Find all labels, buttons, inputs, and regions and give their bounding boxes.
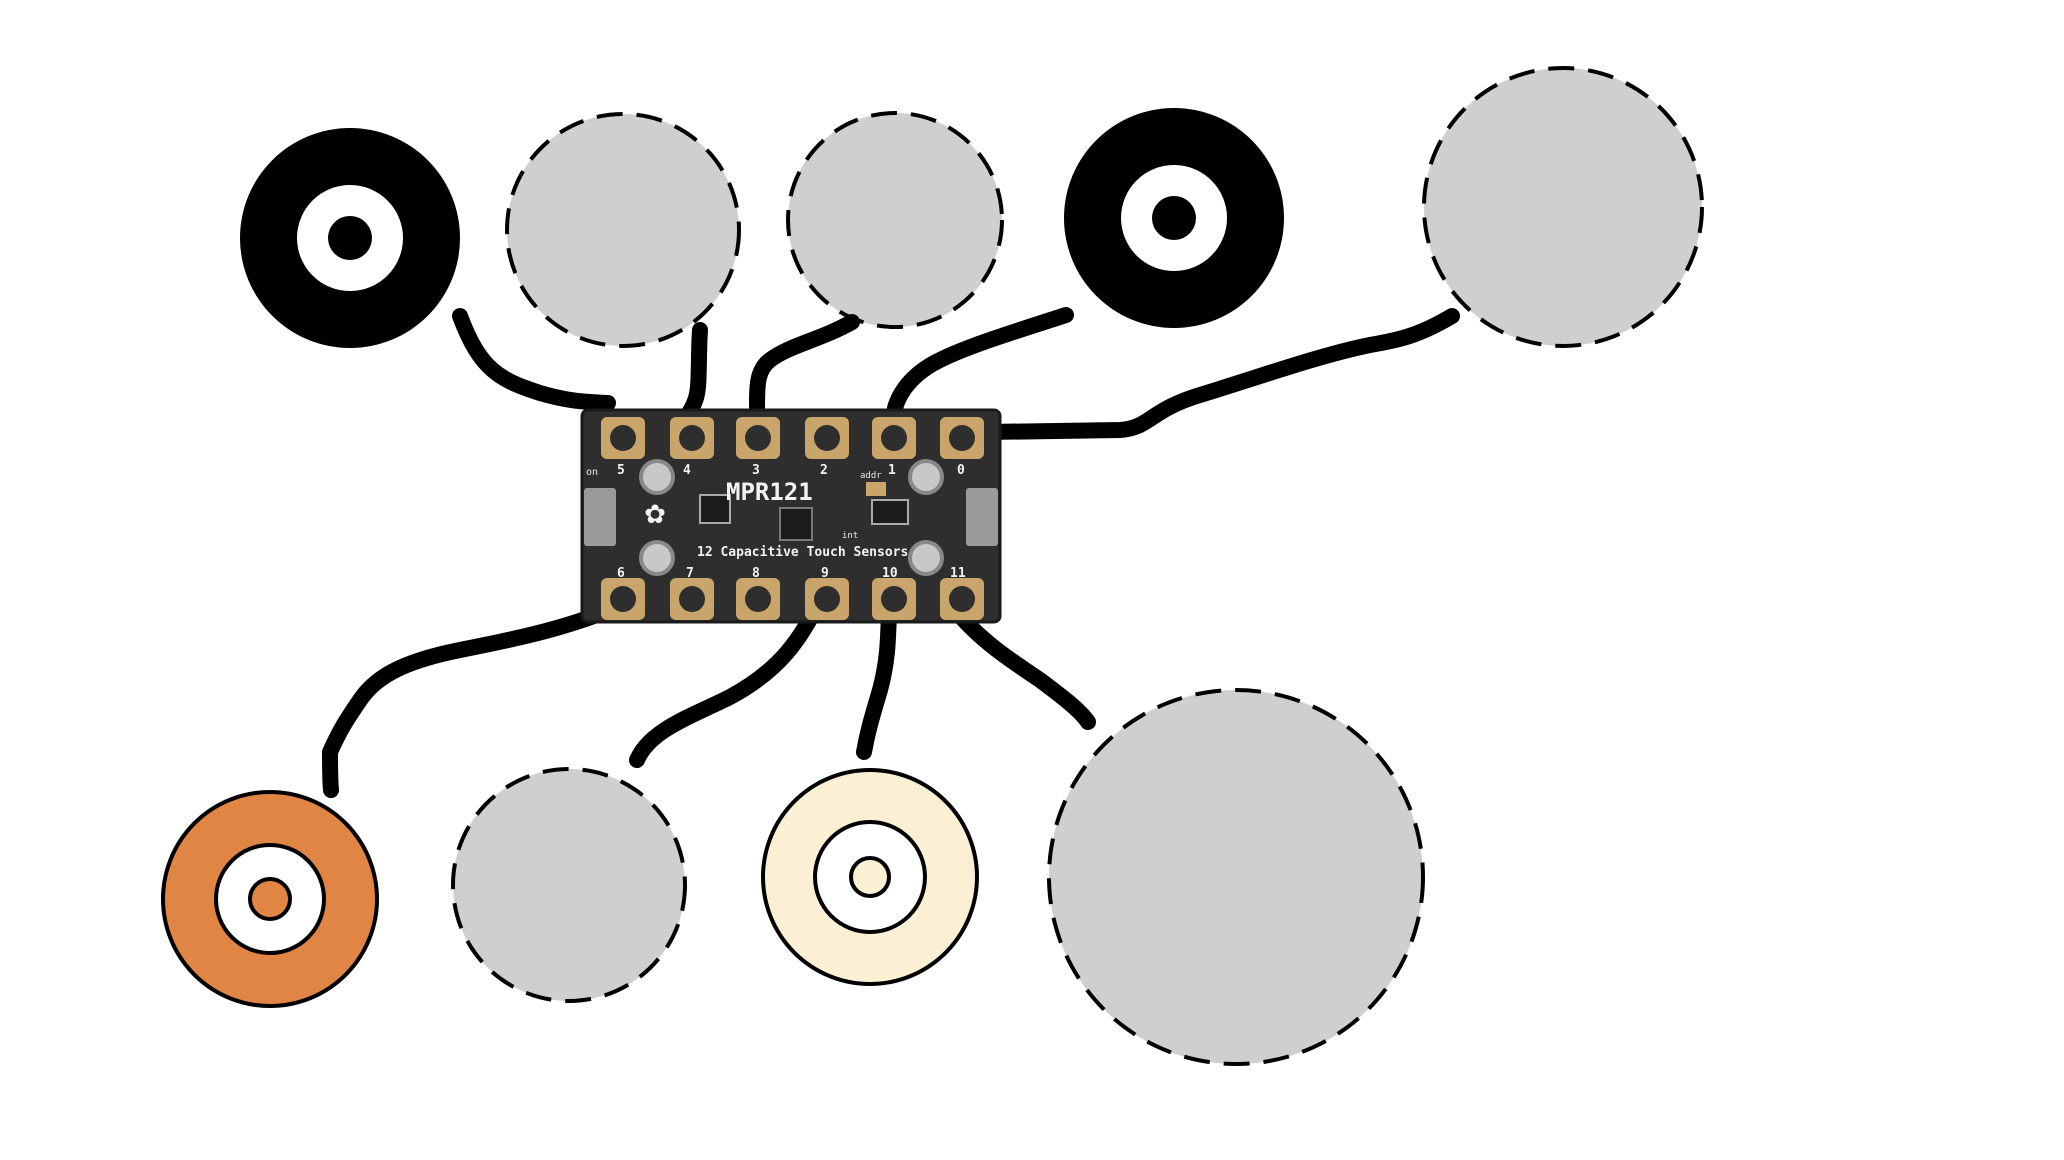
mpr121-chip: [779, 507, 813, 541]
pin-label-2: 2: [820, 463, 828, 478]
placeholder-pad-1: [505, 112, 741, 348]
cream-target-pad: [761, 768, 979, 986]
wire-pin-11: [949, 604, 1096, 730]
orange-target-pad: [161, 790, 379, 1008]
pin-label-8: 8: [752, 566, 760, 581]
black-target-pad-1: [240, 128, 460, 348]
pin-label-11: 11: [950, 566, 966, 581]
stemma-connector-right: [966, 488, 998, 546]
bottom-pin-pads: [601, 578, 984, 620]
wire-pin-1: [887, 307, 1074, 416]
pin-label-3: 3: [752, 463, 760, 478]
pin-label-1: 1: [888, 463, 896, 478]
board-subtitle: 12 Capacitive Touch Sensors: [697, 545, 908, 560]
placeholder-pad-4: [451, 767, 687, 1003]
wires: [322, 307, 1460, 798]
pin-label-9: 9: [821, 566, 829, 581]
adafruit-logo-icon: ✿: [644, 500, 666, 530]
wire-pin-4: [676, 322, 708, 428]
mount-hole: [908, 459, 944, 495]
pin-label-4: 4: [683, 463, 691, 478]
small-component: [871, 499, 909, 525]
wire-pin-5: [452, 308, 616, 411]
pin-label-5: 5: [617, 463, 625, 478]
mpr121-board: ✿ MPR121 12 Capacitive Touch Sensors on …: [580, 408, 1002, 624]
board-title: MPR121: [726, 478, 813, 506]
placeholder-pad-2: [786, 111, 1004, 329]
stemma-connector-left: [584, 488, 616, 546]
label-addr: addr: [860, 471, 882, 481]
placeholder-pad-5: [1047, 688, 1425, 1066]
small-component: [699, 494, 731, 524]
label-int: int: [842, 531, 858, 541]
wire-pin-9: [629, 592, 828, 768]
pin-label-10: 10: [882, 566, 898, 581]
black-target-pad-2: [1064, 108, 1284, 328]
pin-label-7: 7: [686, 566, 694, 581]
wire-pin-10: [856, 604, 897, 760]
pin-label-6: 6: [617, 566, 625, 581]
wire-pin-3: [749, 314, 860, 416]
mount-hole: [639, 540, 675, 576]
addr-jumper: [866, 482, 886, 496]
wire-pin-6: [322, 602, 618, 798]
top-pin-pads: [601, 417, 984, 459]
wire-pin-0: [980, 308, 1460, 440]
mount-hole: [639, 459, 675, 495]
pin-label-0: 0: [957, 463, 965, 478]
mount-hole: [908, 540, 944, 576]
placeholder-pad-3: [1422, 66, 1704, 348]
label-on: on: [586, 467, 598, 478]
